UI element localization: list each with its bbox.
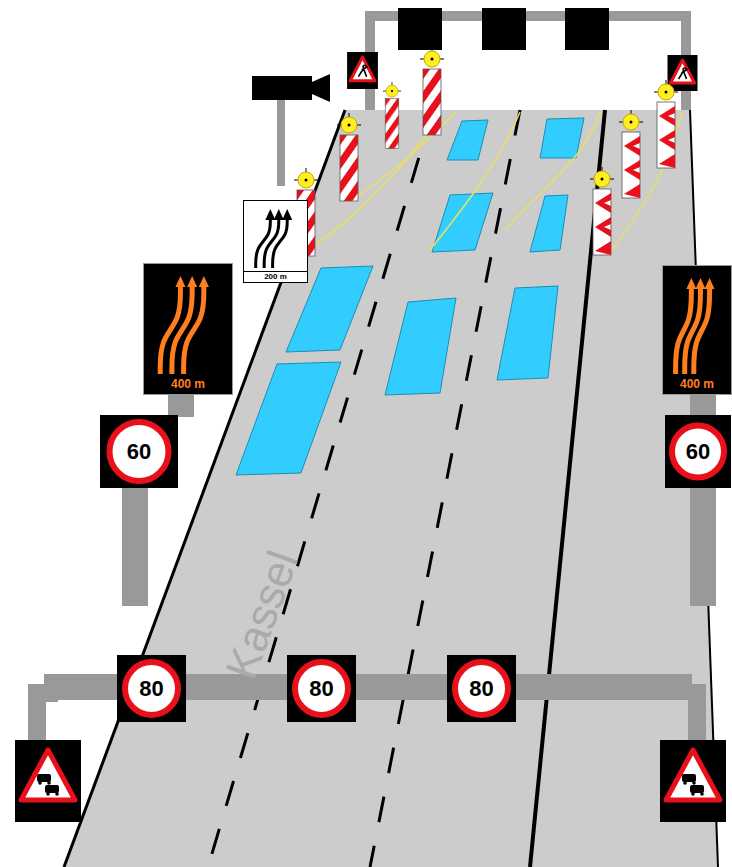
speed-limit-sign: 80 xyxy=(287,655,356,722)
speed-limit-sign: 80 xyxy=(447,655,516,722)
speed-value: 60 xyxy=(127,439,151,465)
sign-face xyxy=(663,266,732,396)
speed-limit-sign: 60 xyxy=(665,415,731,488)
lane-shift-sign: 200 m xyxy=(243,200,308,283)
speed-limit-sign: 80 xyxy=(117,655,186,722)
speed-value: 80 xyxy=(139,676,163,702)
sign-face xyxy=(144,264,234,396)
distance-text: 400 m xyxy=(171,377,205,391)
distance-text: 200 m xyxy=(244,271,307,282)
speed-value: 60 xyxy=(686,439,710,465)
speed-value: 80 xyxy=(309,676,333,702)
speed-limit-sign: 60 xyxy=(100,415,178,488)
distance-text: 400 m xyxy=(680,377,714,391)
lane-shift-sign: 400 m xyxy=(662,265,732,395)
lane-shift-sign: 400 m xyxy=(143,263,233,395)
speed-value: 80 xyxy=(469,676,493,702)
